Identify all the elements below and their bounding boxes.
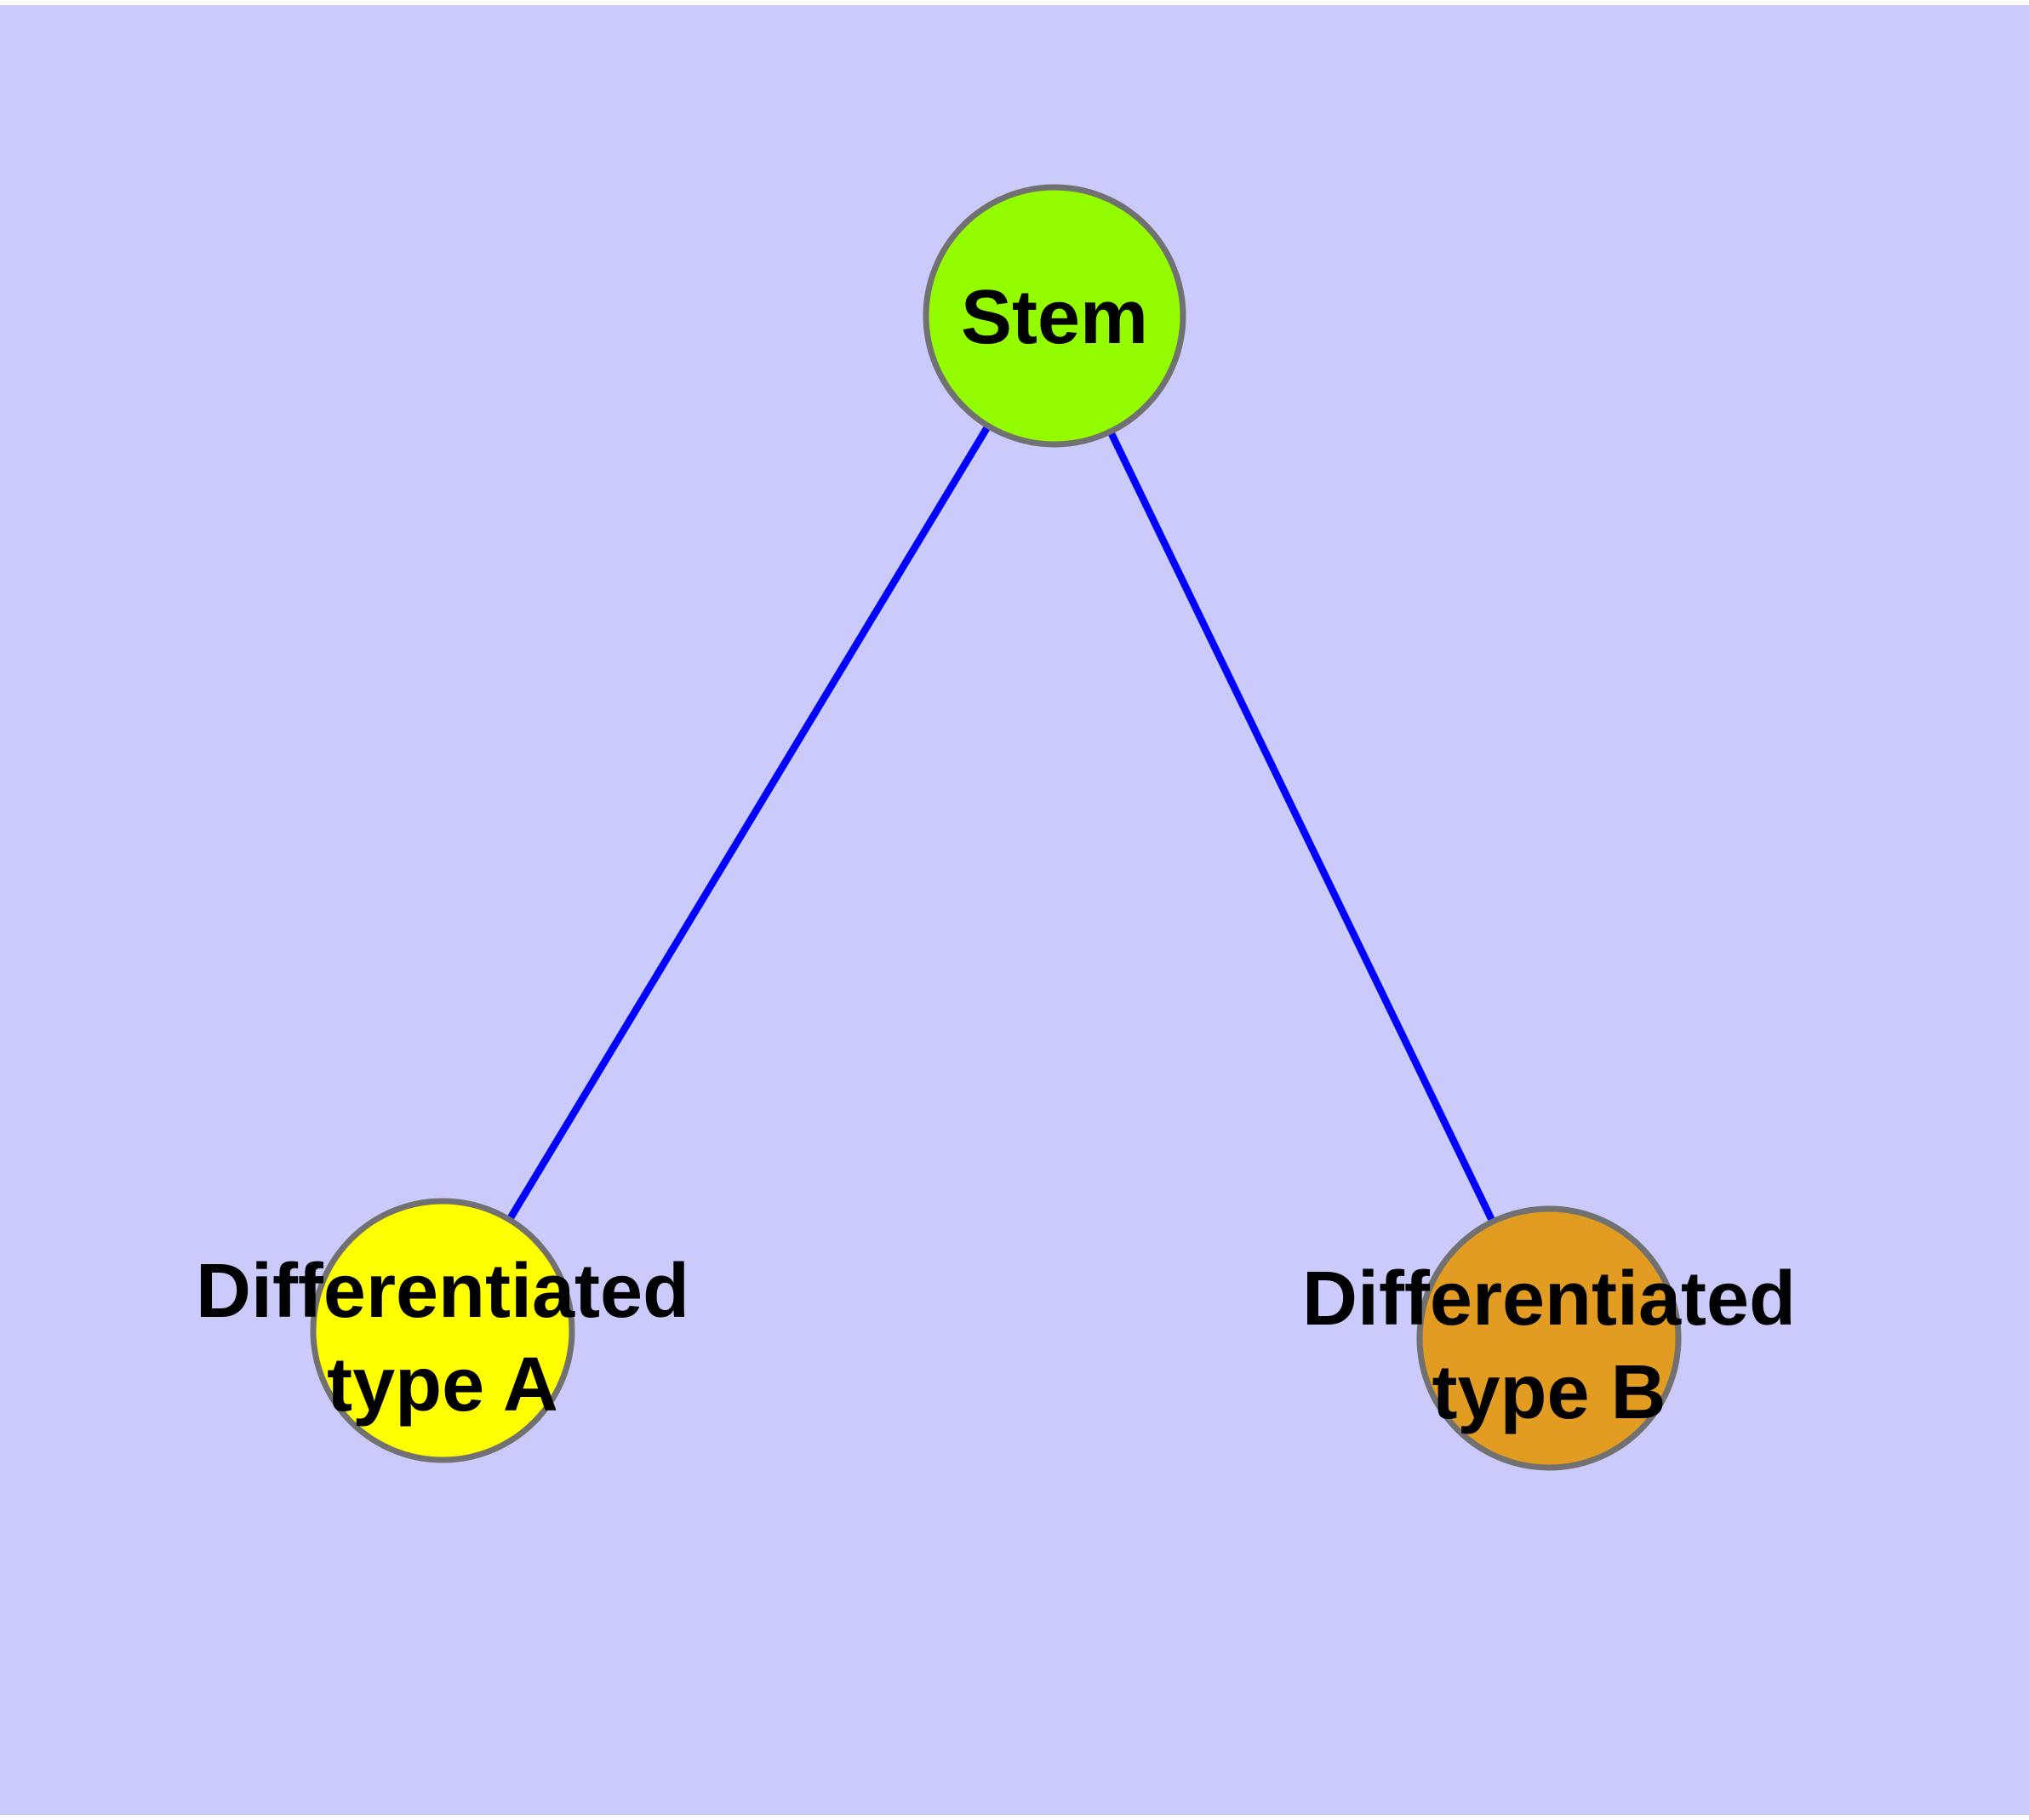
stem-node	[923, 184, 1186, 448]
stem-node-label: Stem	[961, 275, 1148, 360]
edge-stem-to-type-a	[439, 313, 1058, 1333]
edge-stem-to-type-b	[1051, 314, 1552, 1340]
differentiated-type-a-node	[310, 1198, 575, 1463]
differentiated-type-b-node	[1416, 1205, 1682, 1471]
type-b-node-label-line2: type B	[1432, 1350, 1666, 1435]
type-b-node-label-line1: Differentiated	[1302, 1256, 1796, 1342]
type-a-node-label-line2: type A	[327, 1342, 558, 1428]
type-a-node-label-line1: Differentiated	[196, 1249, 689, 1334]
top-margin-strip	[0, 0, 2029, 5]
bottom-margin-strip	[0, 1815, 2029, 1820]
